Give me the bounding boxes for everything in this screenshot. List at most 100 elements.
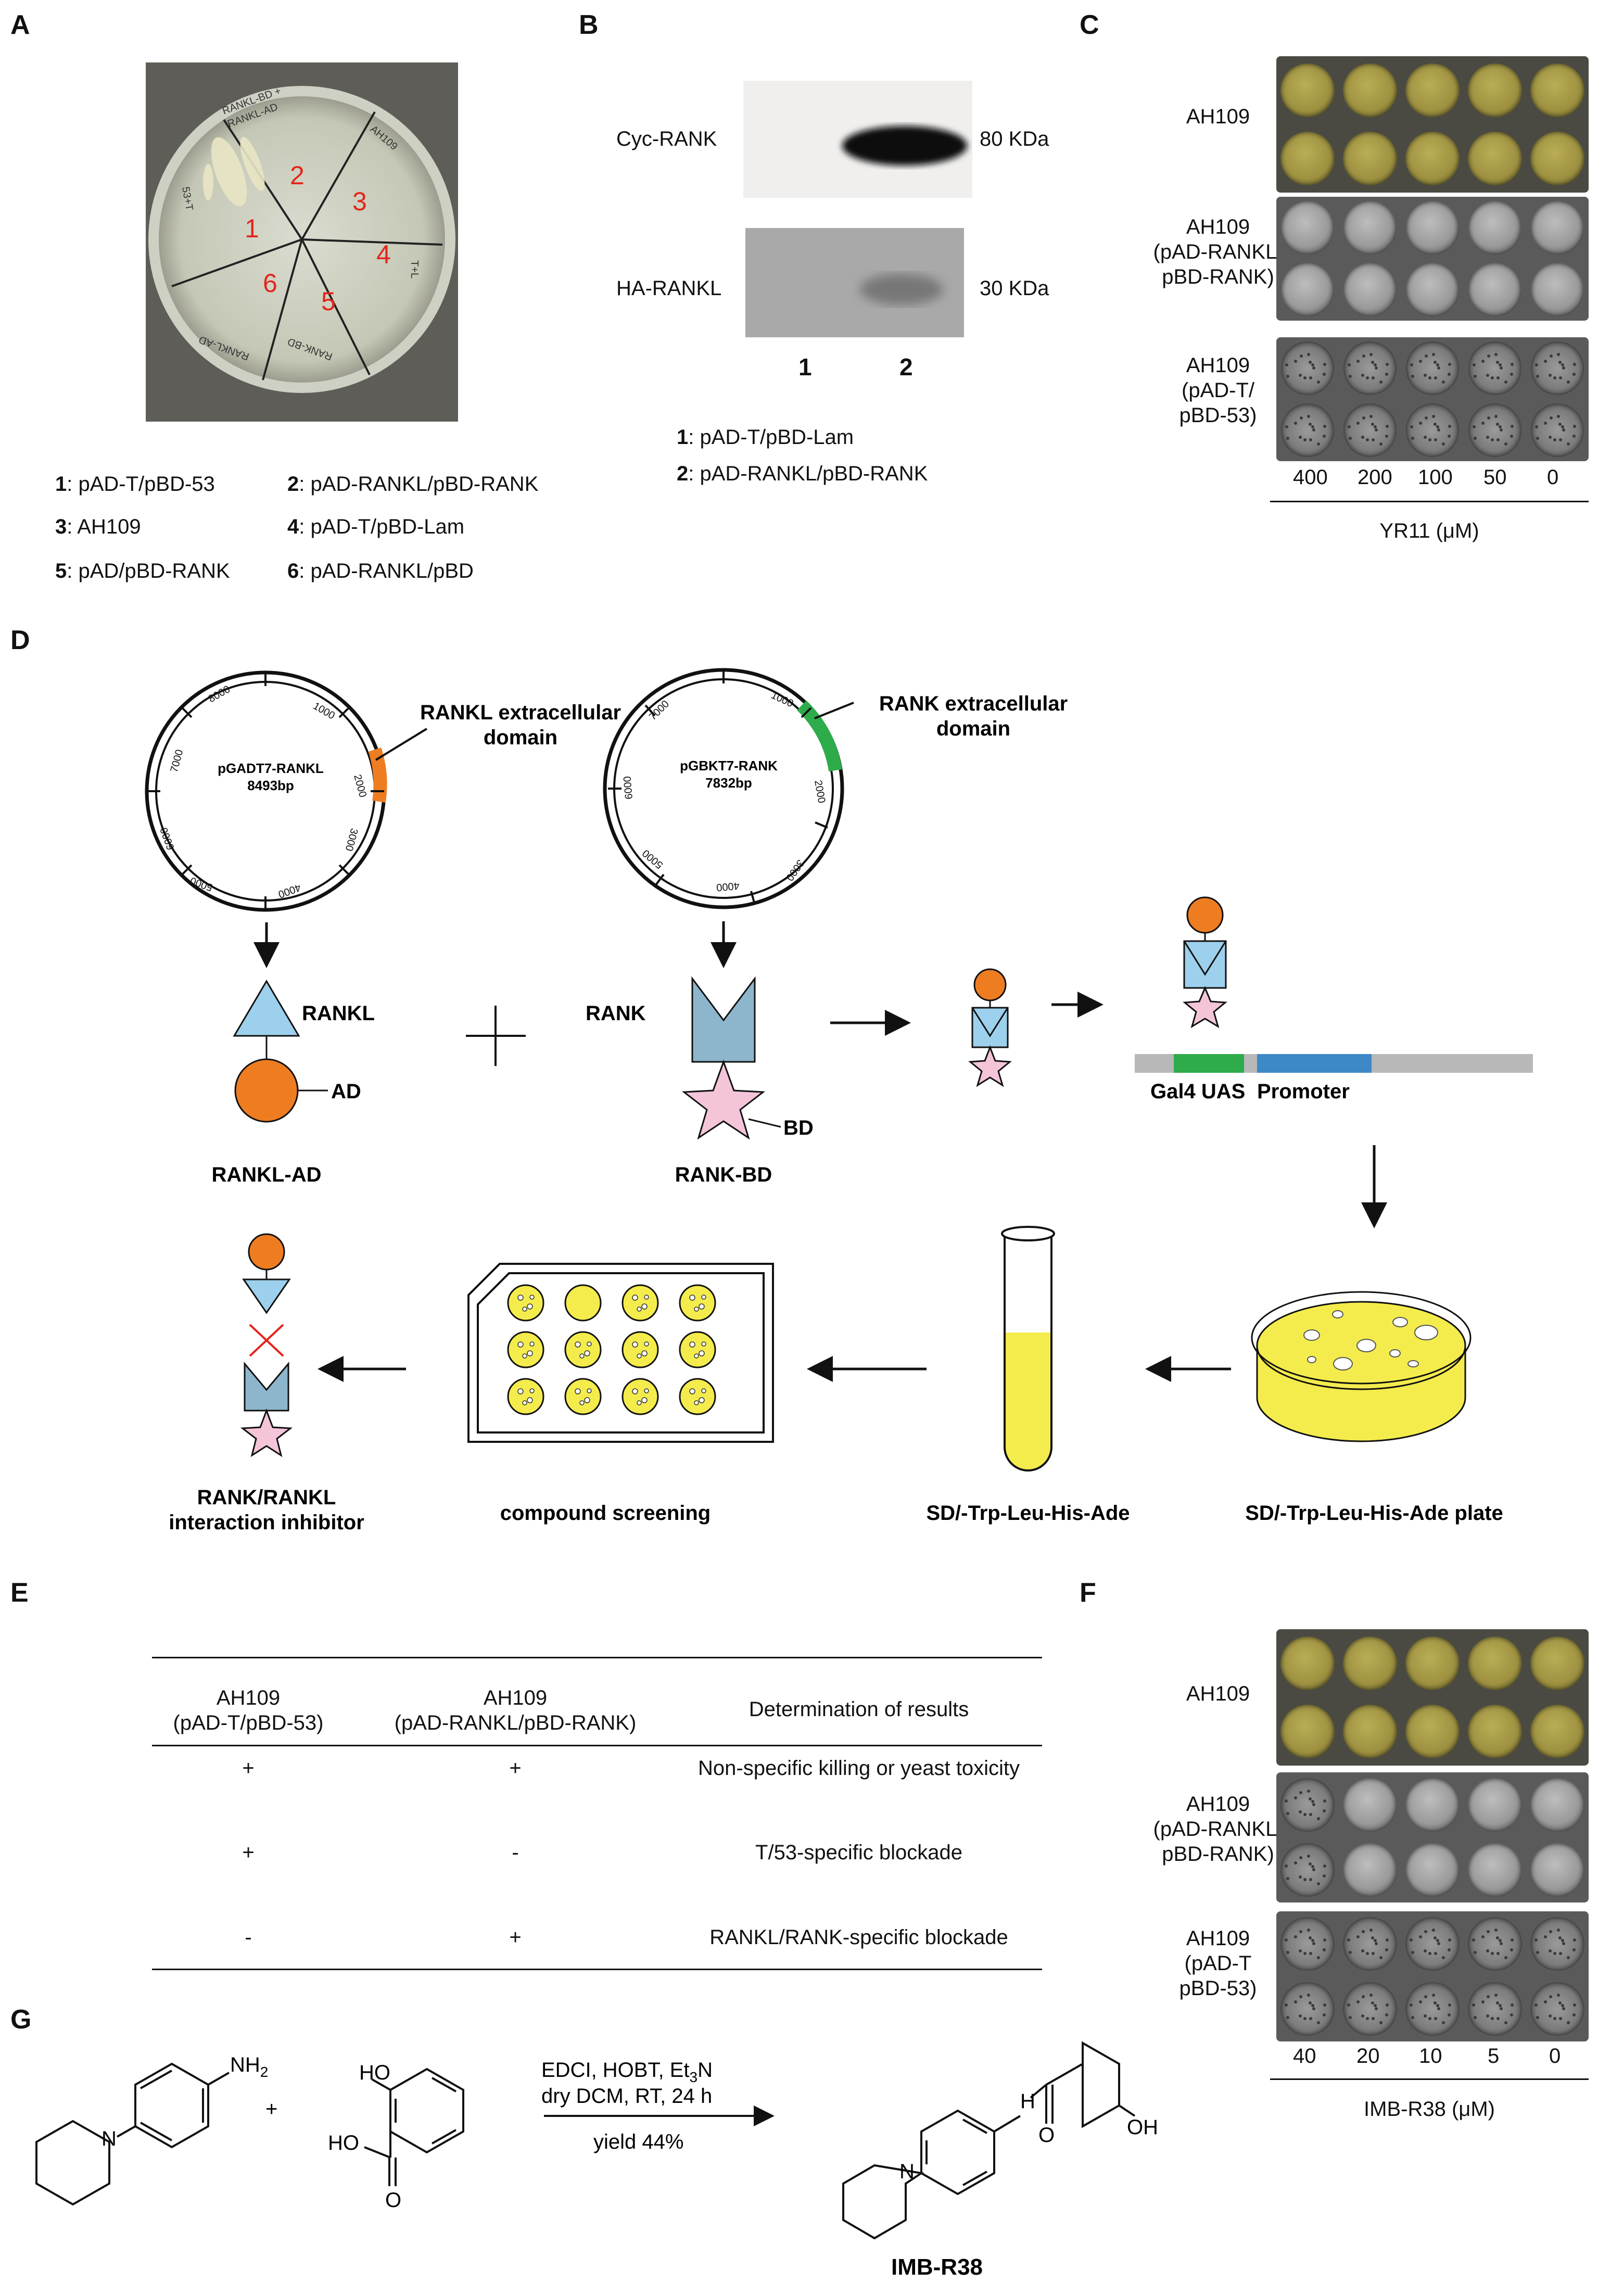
f-conc-5: 5 (1488, 2045, 1500, 2067)
plate-well (1343, 131, 1397, 186)
colony-dot (1285, 363, 1288, 366)
c-plate-t-53 (1276, 337, 1589, 461)
colony-dot (1362, 354, 1365, 358)
plate-well (1280, 341, 1335, 395)
colony-dot (1486, 373, 1489, 377)
colony-dot (1557, 352, 1561, 356)
panel-label-b: B (579, 10, 599, 40)
plate-well (1343, 1982, 1397, 2036)
colony-dot (1441, 1956, 1445, 1960)
colony-dot (1312, 1868, 1316, 1872)
colony-dot (1428, 1952, 1431, 1956)
colony-dot (1572, 362, 1576, 366)
rank-domain-segment (796, 700, 842, 772)
colony-dot (1307, 1993, 1311, 1997)
colony-dot (1494, 1993, 1498, 1997)
plus-icon (466, 1006, 526, 1066)
blot-band-rankl (860, 274, 943, 305)
colony-dot (1472, 425, 1476, 428)
plate-well (1405, 63, 1460, 118)
colony-dot (1548, 373, 1552, 377)
plate-well (1343, 1636, 1397, 1691)
reactant-aminophenylpiperidine (35, 2062, 230, 2206)
p1-tick-5000: 5000 (188, 874, 214, 893)
colony-dot (1558, 423, 1562, 426)
colony-dot (1500, 366, 1503, 370)
plate-well (1468, 1778, 1522, 1832)
colony-dot (1536, 1950, 1539, 1954)
colony-dot (1323, 1874, 1326, 1878)
plate-well (1343, 1843, 1397, 1897)
c-axis-label: YR11 (μM) (1379, 519, 1479, 542)
colony-dot (1549, 354, 1553, 358)
plasmid-pgbkt7-rank: 1000 2000 3000 4000 5000 6000 7000 pGBKT… (603, 668, 1068, 909)
colony-dot (1371, 2001, 1375, 2005)
sector-number-4: 4 (376, 240, 391, 269)
colony-dot (1491, 2017, 1494, 2021)
colony-dot (1561, 2003, 1565, 2007)
colony-dot (1448, 2013, 1451, 2016)
plate-well (1280, 1636, 1335, 1691)
block-x-icon (249, 1324, 284, 1357)
screening-plate (467, 1263, 774, 1443)
colony-dot (1309, 1813, 1313, 1817)
colony-dot (1286, 375, 1290, 378)
colony-dot (1323, 1938, 1327, 1942)
blot-size-80: 80 KDa (980, 128, 1049, 150)
colony-dot (1369, 1993, 1373, 1997)
legend-b-item-1: 1: pAD-T/pBD-Lam (677, 426, 854, 449)
plate-well (1405, 263, 1460, 316)
colony-dot (1496, 2017, 1500, 2021)
colony-dot (1437, 366, 1441, 370)
plate-well (1405, 403, 1460, 457)
colony-dot (1309, 361, 1312, 364)
colony-dot (1504, 1956, 1507, 1960)
colony-dot (1323, 1799, 1327, 1803)
colony-dot (1375, 366, 1378, 370)
colony-dot (1379, 442, 1383, 446)
colony-dot (1299, 1856, 1303, 1859)
colony-dot (1473, 1950, 1477, 1954)
colony-dot (1481, 422, 1485, 425)
colony-dot (1543, 422, 1547, 425)
plate-well (1343, 63, 1397, 118)
colony-dot (1434, 2017, 1438, 2021)
colony-dot (1372, 2017, 1375, 2021)
colony-dot (1496, 361, 1500, 364)
agar-plate-photo: RANKL-BD + RANKL-AD AH109 T+L RANK-BD RA… (146, 62, 458, 422)
legend-a-item-3: 3: AH109 (55, 515, 141, 538)
colony-dot (1349, 437, 1352, 440)
colony-dot (1510, 1948, 1514, 1951)
panel-d-diagram: 1000 2000 3000 4000 5000 6000 7000 8000 … (145, 668, 1533, 1534)
colony-dot (1557, 414, 1561, 418)
e-table-header-rule (152, 1745, 1042, 1746)
rankl-ad-fusion: RANKL AD RANKL-AD (211, 980, 375, 1186)
colony-dot (1374, 1938, 1377, 1942)
colony-dot (1307, 414, 1311, 418)
colony-dot (1441, 442, 1445, 446)
colony-dot (1298, 1875, 1302, 1879)
plate-well (1280, 1843, 1335, 1897)
plate-well (1468, 1843, 1522, 1897)
colony-dot (1504, 442, 1507, 446)
plate-well (1530, 1704, 1584, 1759)
colony-dot (1418, 422, 1422, 425)
colony-dot (1293, 360, 1297, 363)
colony-dot (1543, 360, 1547, 363)
colony-dot (1562, 428, 1566, 432)
colony-dot (1323, 1948, 1326, 1951)
colony-dot (1410, 2003, 1413, 2007)
colony-dot (1566, 380, 1570, 384)
plate-well (1405, 1704, 1460, 1759)
plate-well (1280, 201, 1335, 255)
screening-colonies (517, 1295, 706, 1405)
colony-dot (1543, 2000, 1547, 2004)
colony-dot (1410, 363, 1413, 366)
plate-well (1405, 1917, 1460, 1971)
f-axis-label: IMB-R38 (μM) (1364, 2098, 1495, 2121)
colony-dot (1307, 1928, 1311, 1932)
colony-dot (1323, 362, 1326, 366)
c-plate-rankl-rank (1276, 197, 1589, 321)
colony-dot (1437, 1942, 1441, 1946)
colony-dot (1500, 2007, 1503, 2011)
